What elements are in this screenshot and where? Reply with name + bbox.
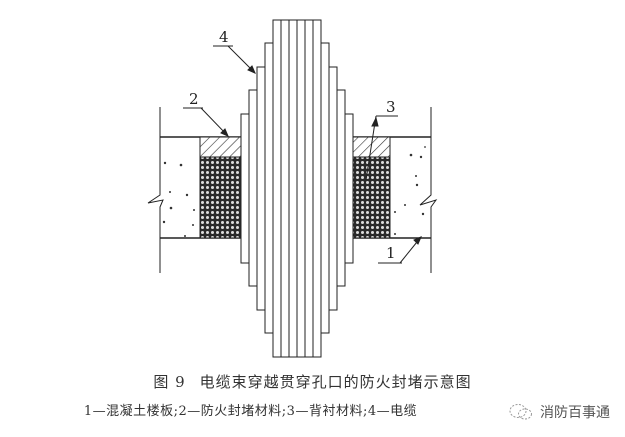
figure-number: 图 9 [153,373,186,391]
callout-4 [213,45,256,74]
firestop-seal-left [199,136,242,239]
wechat-icon [509,404,532,420]
watermark: 消防百事通 [508,402,610,422]
callout-3-label: 3 [386,98,396,116]
callout-2-label: 2 [189,90,199,108]
figure-title: 电缆束穿越贯穿孔口的防火封堵示意图 [199,373,472,391]
cable-bundle [240,19,354,358]
callout-4-label: 4 [219,28,229,46]
callout-2 [183,107,229,137]
callout-1 [378,236,422,264]
callout-1-label: 1 [386,244,396,262]
figure-legend: 1—混凝土楼板;2—防火封堵材料;3—背衬材料;4—电缆 [83,404,418,419]
aggregate-dots [162,146,426,237]
callout-3 [365,115,398,181]
firestop-seal-right [349,136,391,239]
figure-caption: 图 9 电缆束穿越贯穿孔口的防火封堵示意图 [0,371,625,392]
watermark-text: 消防百事通 [540,405,610,421]
